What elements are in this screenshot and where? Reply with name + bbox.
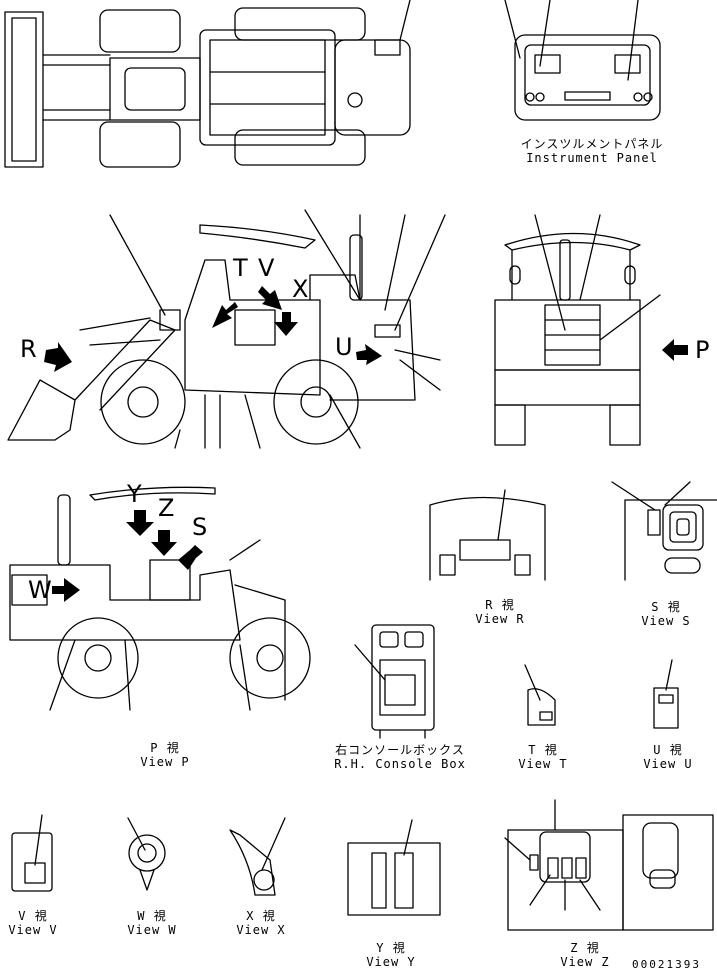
- view-t-drawing: [524, 664, 556, 726]
- view-x-drawing: [229, 817, 286, 896]
- caption-view-y: Y 視 View Y: [366, 941, 416, 969]
- caption-view-p: P 視 View P: [140, 741, 190, 769]
- view-z-drawing: [504, 799, 714, 931]
- caption-view-v: V 視 View V: [8, 909, 58, 937]
- arrow-v-icon: [258, 286, 282, 310]
- letter-y: Y: [127, 480, 142, 508]
- letter-t: T: [233, 254, 248, 282]
- arrow-w-icon: [52, 578, 80, 602]
- letter-r: R: [20, 335, 37, 363]
- view-r-drawing: [429, 489, 546, 581]
- arrow-y-icon: [126, 510, 154, 536]
- view-w-drawing: [127, 817, 166, 891]
- caption-view-s: S 視 View S: [641, 600, 691, 628]
- caption-instrument-panel: インスツルメントパネル Instrument Panel: [520, 137, 664, 165]
- caption-console-box: 右コンソールボックス R.H. Console Box: [334, 743, 466, 771]
- view-u-drawing: [653, 659, 679, 729]
- view-s-drawing: [611, 481, 717, 581]
- view-arrows: [44, 286, 688, 602]
- arrow-p-icon: [662, 339, 688, 361]
- caption-view-t: T 視 View T: [518, 743, 568, 771]
- instrument-panel-drawing: [504, 0, 661, 121]
- arrow-s-icon: [178, 545, 203, 570]
- arrow-x-icon: [274, 312, 298, 336]
- letter-s: S: [192, 513, 208, 541]
- side-view-machine: [7, 209, 446, 449]
- arrow-z-icon: [151, 530, 177, 556]
- side-view-lower: [9, 486, 311, 711]
- caption-view-r: R 視 View R: [475, 598, 525, 626]
- letter-p: P: [695, 336, 710, 364]
- letter-v: V: [258, 254, 275, 282]
- console-box-drawing: [354, 624, 435, 739]
- arrow-u-icon: [356, 344, 382, 365]
- caption-view-u: U 視 View U: [643, 743, 693, 771]
- rear-view-p: [494, 214, 661, 446]
- caption-view-x: X 視 View X: [236, 909, 286, 937]
- view-y-drawing: [347, 819, 441, 916]
- view-v-drawing: [11, 814, 53, 892]
- arrow-r-icon: [44, 342, 72, 372]
- letter-w: W: [28, 576, 52, 604]
- caption-view-w: W 視 View W: [127, 909, 177, 937]
- top-view-machine: [4, 0, 411, 168]
- drawing-code: 00021393: [632, 958, 701, 971]
- letter-x: X: [292, 275, 309, 303]
- arrow-t-icon: [212, 302, 238, 328]
- caption-view-z: Z 視 View Z: [560, 941, 610, 969]
- letter-u: U: [335, 333, 353, 361]
- letter-z: Z: [158, 494, 175, 522]
